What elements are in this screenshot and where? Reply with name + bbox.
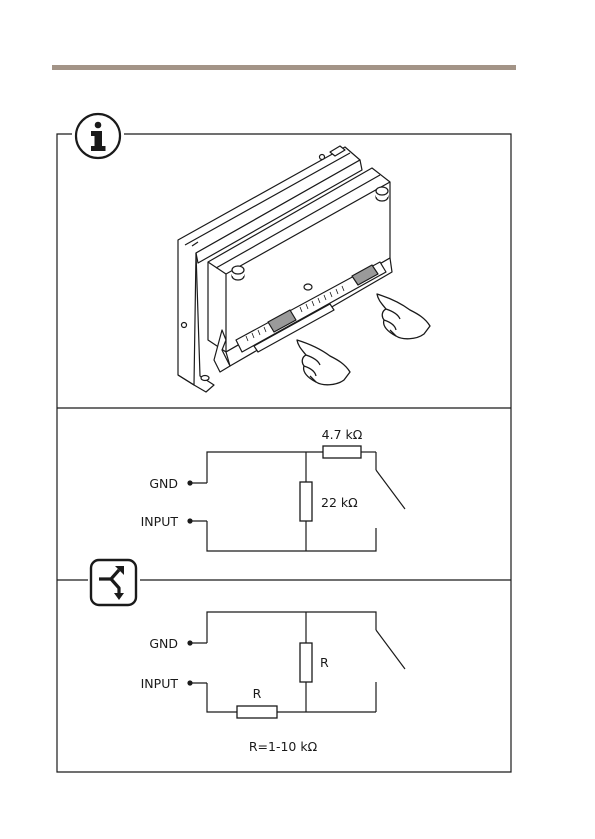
resistor-parallel [300, 643, 312, 682]
device-illustration [178, 146, 392, 392]
terminal-dot [187, 480, 192, 485]
input-label: INPUT [141, 676, 179, 691]
input-label: INPUT [141, 514, 179, 529]
resistor-parallel [300, 482, 312, 521]
series-resistor-label: R [253, 686, 262, 701]
gnd-label: GND [149, 636, 178, 651]
pointing-hand-icon [377, 294, 430, 339]
terminal-dot [187, 640, 192, 645]
resistor-series [237, 706, 277, 718]
series-resistor-label: 4.7 kΩ [322, 427, 363, 442]
pointing-hand-icon [297, 340, 350, 385]
circuit-alternative [190, 612, 405, 712]
parallel-resistor-label: R [320, 655, 329, 670]
terminal-dot [187, 518, 192, 523]
gnd-label: GND [149, 476, 178, 491]
info-icon [76, 114, 120, 158]
resistor-series [323, 446, 361, 458]
parallel-resistor-label: 22 kΩ [321, 495, 358, 510]
resistor-range-note: R=1-10 kΩ [249, 739, 318, 754]
terminal-dot [187, 680, 192, 685]
split-arrow-icon [91, 560, 136, 605]
circuit-standard [190, 452, 405, 551]
